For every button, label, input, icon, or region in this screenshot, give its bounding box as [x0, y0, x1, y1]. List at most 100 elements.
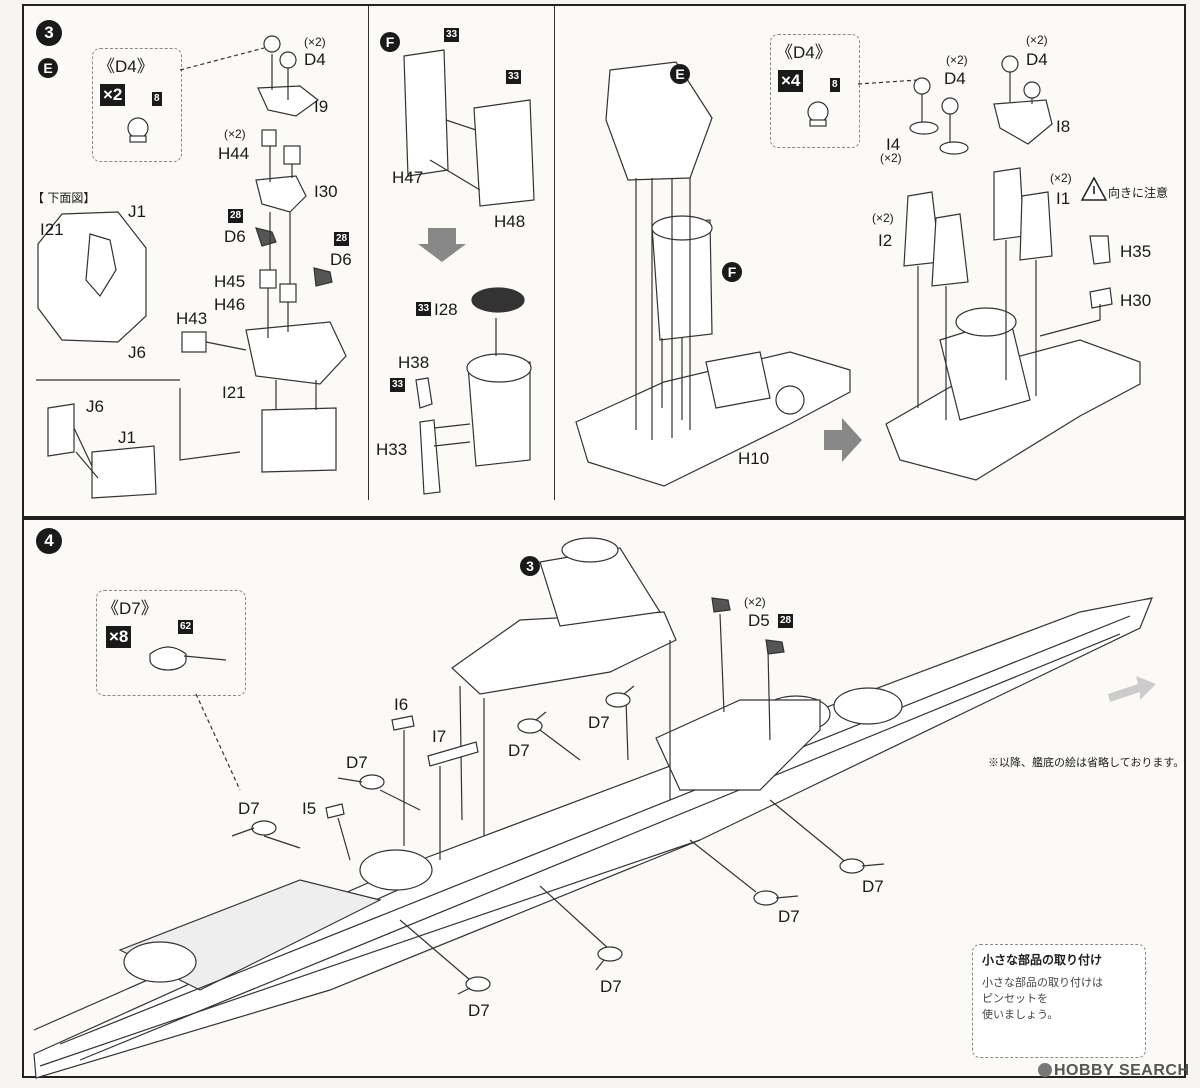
barbette-4 — [833, 687, 903, 725]
d7-box-multiplier: ×8 — [106, 626, 132, 648]
sub-assembly-3-marker: 3 — [520, 556, 540, 576]
aft-deck — [655, 699, 821, 791]
sub-assembly-e-marker: E — [38, 58, 58, 78]
d7-turret-icons — [231, 685, 885, 995]
barbette-2 — [359, 849, 433, 891]
bow-direction-arrow — [1108, 676, 1156, 702]
label-d5: D5 — [748, 611, 770, 630]
step3-divider-2 — [554, 6, 555, 500]
d4b-box-part-badge: 8 — [830, 78, 840, 92]
step3-f-guides — [429, 119, 497, 447]
label-j1: J1 — [118, 428, 136, 447]
label-d7-d: D7 — [588, 713, 610, 732]
d4-box-title: 《D4》 — [98, 57, 154, 76]
d7-box-title: 《D7》 — [102, 599, 158, 618]
label-x2-i1: (×2) — [1050, 171, 1072, 185]
hobby-search-logo-icon — [1038, 1063, 1052, 1077]
label-h44: H44 — [218, 144, 250, 163]
label-i2: I2 — [878, 231, 893, 250]
sub-assembly-f-marker: F — [380, 32, 400, 52]
step3-left-guides — [36, 54, 317, 479]
bottom-view-label: 【 下面図】 — [32, 191, 96, 205]
label-h10: H10 — [738, 449, 770, 468]
d4-callout-line-left — [179, 47, 265, 71]
d7-box-part-badge: 62 — [178, 620, 194, 634]
d4-part-icon-left — [127, 117, 149, 143]
label-h35: H35 — [1120, 242, 1152, 261]
label-x2-d5: (×2) — [744, 595, 766, 609]
hull-detail-lines — [39, 615, 1131, 1067]
d7-part-icon — [149, 646, 227, 671]
part-i6 — [391, 715, 415, 731]
hobby-search-watermark: HOBBY SEARCH — [1054, 1062, 1190, 1079]
superstructure-3 — [451, 537, 677, 695]
part-d5-a — [711, 597, 731, 613]
label-h30: H30 — [1120, 291, 1152, 310]
step3-left-parts — [37, 35, 347, 499]
label-d4b: D4 — [944, 69, 966, 88]
label-d4c: D4 — [1026, 50, 1048, 69]
label-i8: I8 — [1056, 117, 1071, 136]
label-d7-f: D7 — [778, 907, 800, 926]
label-i1: I1 — [1056, 189, 1071, 208]
label-x2-i4: (×2) — [880, 151, 902, 165]
label-d7-b: D7 — [346, 753, 368, 772]
badge-28-d5: 28 — [778, 614, 794, 628]
label-x2-h44: (×2) — [224, 127, 246, 141]
d4-detail-box-right — [770, 34, 860, 148]
down-arrow — [418, 228, 466, 262]
tip-title: 小さな部品の取り付け — [982, 953, 1103, 967]
label-h33: H33 — [376, 440, 408, 459]
label-j6-bottom: J6 — [128, 343, 146, 362]
label-j6: J6 — [86, 397, 104, 416]
step3-center-parts — [575, 61, 851, 487]
sub-assembly-e-center: E — [670, 64, 690, 84]
d7-callout-line — [195, 693, 241, 791]
label-d4: D4 — [304, 50, 326, 69]
right-arrow — [824, 418, 862, 462]
badge-33-a: 33 — [444, 28, 460, 42]
label-i6: I6 — [394, 695, 409, 714]
label-i21-bottom: I21 — [40, 220, 64, 239]
barbette-1 — [123, 941, 197, 983]
d4b-box-multiplier: ×4 — [778, 70, 804, 92]
label-d7-c: D7 — [508, 741, 530, 760]
label-i9: I9 — [314, 97, 329, 116]
label-j1-bottom: J1 — [128, 202, 146, 221]
step3-f-parts — [403, 49, 535, 495]
badge-28-d6b: 28 — [334, 232, 350, 246]
label-x2-d4b: (×2) — [946, 53, 968, 67]
d4-box-multiplier: ×2 — [100, 84, 126, 106]
label-i5: I5 — [302, 799, 317, 818]
label-i28: I28 — [434, 300, 458, 319]
label-h38: H38 — [398, 353, 430, 372]
label-x2-i2: (×2) — [872, 211, 894, 225]
label-i30: I30 — [314, 182, 338, 201]
step3-center-guides — [635, 178, 691, 440]
step3-divider-1 — [368, 6, 369, 500]
tip-line-3: 使いましょう。 — [982, 1009, 1059, 1021]
label-i7: I7 — [432, 727, 447, 746]
label-x2-d4: (×2) — [304, 35, 326, 49]
sub-assembly-f-center: F — [722, 262, 742, 282]
hull-omitted-note: ※以降、艦底の絵は省略しております。 — [988, 757, 1185, 769]
part-i5 — [325, 803, 345, 819]
label-i21: I21 — [222, 383, 246, 402]
caution-text: 向きに注意 — [1108, 186, 1169, 200]
part-i7 — [427, 741, 479, 767]
badge-33-c: 33 — [416, 302, 432, 316]
badge-33-b: 33 — [506, 70, 522, 84]
tip-line-1: 小さな部品の取り付けは — [982, 977, 1103, 989]
step4-number: 4 — [36, 528, 62, 554]
label-h45: H45 — [214, 272, 246, 291]
label-i4: I4 — [886, 135, 901, 154]
d4-detail-box-left — [92, 48, 182, 162]
d4b-box-title: 《D4》 — [776, 43, 832, 62]
label-d6a: D6 — [224, 227, 246, 246]
d4-part-icon-right — [807, 101, 829, 127]
label-d6b: D6 — [330, 250, 352, 269]
step3-number: 3 — [36, 20, 62, 46]
label-x2-d4c: (×2) — [1026, 33, 1048, 47]
label-d7-h: D7 — [468, 1001, 490, 1020]
label-h46: H46 — [214, 295, 246, 314]
